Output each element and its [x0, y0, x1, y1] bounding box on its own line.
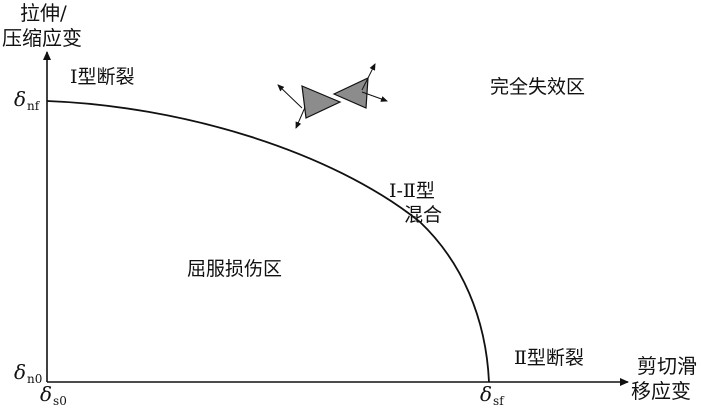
tick-delta-s0: δs0: [40, 382, 67, 408]
region-mode1-fracture: Ⅰ型断裂: [70, 66, 135, 88]
tick-delta-n0: δn0: [14, 360, 43, 386]
y-axis-label-line2: 压缩应变: [2, 26, 82, 50]
region-yield-damage: 屈服损伤区: [187, 258, 283, 280]
y-axis-label-line1: 拉伸/: [20, 1, 67, 25]
failure-envelope-curve: [46, 100, 490, 383]
tick-delta-sf: δsf: [480, 382, 504, 408]
region-full-failure: 完全失效区: [490, 76, 586, 98]
mixed-mode-crack-icon: [277, 63, 388, 129]
region-mixed-mode-line1: Ⅰ-Ⅱ型: [389, 180, 435, 202]
tick-delta-nf: δnf: [14, 87, 40, 113]
x-axis-label-line2: 移应变: [631, 379, 691, 403]
region-mode2-fracture: Ⅱ型断裂: [514, 347, 584, 369]
x-axis-label-line1: 剪切滑: [637, 354, 697, 378]
region-mixed-mode-line2: 混合: [404, 204, 443, 226]
